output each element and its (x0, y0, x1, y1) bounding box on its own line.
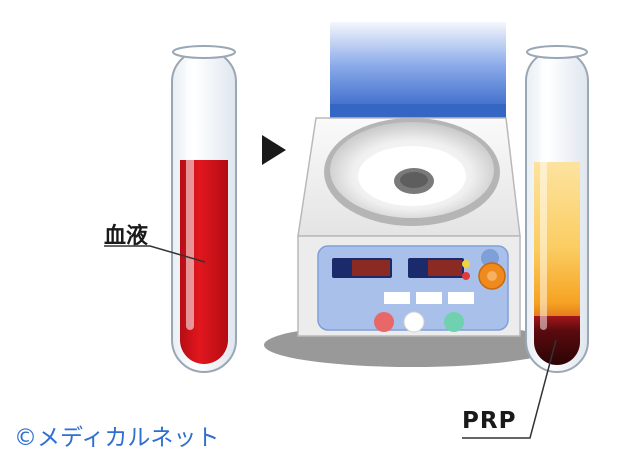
centrifuge (264, 22, 560, 367)
open-button (444, 312, 464, 332)
prp-leader-line (516, 339, 557, 439)
play-arrow-icon (262, 135, 286, 165)
centrifuge-lid (330, 22, 506, 118)
start-button (403, 311, 425, 333)
copyright-notice: ©メディカルネット (14, 425, 220, 451)
panel-key-2 (416, 292, 442, 304)
prp-label: PRP (462, 408, 517, 434)
blood-label: 血液 (104, 224, 149, 249)
prp-test-tube (525, 45, 589, 373)
indicator-yellow (462, 260, 470, 268)
blood-leader-line (104, 245, 206, 263)
panel-key-1 (384, 292, 410, 304)
panel-key-3 (448, 292, 474, 304)
stop-button (374, 312, 394, 332)
blood-test-tube (171, 45, 237, 373)
indicator-red (462, 272, 470, 280)
